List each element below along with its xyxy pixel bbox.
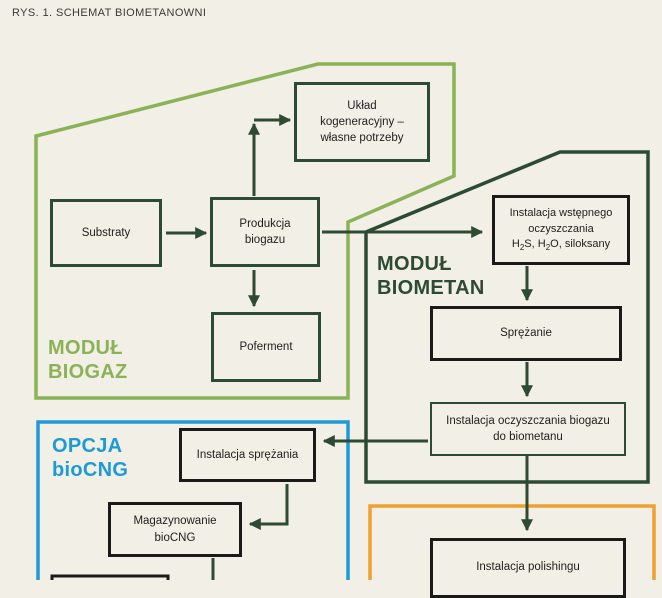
box-sprezanie: Sprężanie bbox=[430, 306, 622, 361]
biogaz-module-frame bbox=[34, 62, 456, 400]
box-instalacja-sprezania: Instalacja sprężania bbox=[179, 428, 316, 482]
oczyszczanie-line1: Instalacja oczyszczania biogazu bbox=[446, 414, 610, 427]
polishing-label: Instalacja polishingu bbox=[476, 561, 580, 573]
partial-box-bottom bbox=[50, 574, 170, 580]
substraty-label: Substraty bbox=[81, 226, 131, 239]
poferment-label: Poferment bbox=[239, 340, 293, 353]
wstepne-line3: H2S, H2O, siloksany bbox=[511, 238, 611, 253]
box-instalacja-oczyszczania: Instalacja oczyszczania biogazu do biome… bbox=[430, 402, 626, 456]
box-instalacja-polishingu: Instalacja polishingu bbox=[430, 538, 626, 598]
module-biogaz-label: MODUŁ BIOGAZ bbox=[48, 336, 128, 384]
biocng-line1: OPCJA bbox=[52, 435, 123, 457]
box-uklad-kogeneracyjny: Układ kogeneracyjny – własne potrzeby bbox=[294, 82, 430, 162]
magazynowanie-line1: Magazynowanie bbox=[133, 515, 217, 528]
box-instalacja-wstepnego-oczyszczania: Instalacja wstępnego oczyszczania H2S, H… bbox=[492, 195, 630, 265]
uklad-line3: własne potrzeby bbox=[320, 132, 404, 145]
box-substraty: Substraty bbox=[50, 199, 162, 267]
module-biometan-label: MODUŁ BIOMETAN bbox=[377, 252, 485, 300]
biocng-option-frame bbox=[36, 420, 350, 580]
biogaz-line1: MODUŁ bbox=[48, 337, 123, 359]
polishing-frame bbox=[368, 504, 656, 580]
magazynowanie-line2: bioCNG bbox=[154, 531, 196, 544]
module-biocng-label: OPCJA bioCNG bbox=[52, 434, 128, 482]
instalacja-sprezania-label: Instalacja sprężania bbox=[196, 448, 299, 461]
diagram-canvas bbox=[34, 62, 656, 580]
sprezanie-label: Sprężanie bbox=[500, 327, 552, 340]
uklad-line2: kogeneracyjny – bbox=[320, 115, 404, 128]
box-produkcja-biogazu: Produkcja biogazu bbox=[210, 197, 320, 267]
biometan-line2: BIOMETAN bbox=[377, 277, 485, 299]
wstepne-line1: Instalacja wstępnego bbox=[509, 207, 613, 220]
oczyszczanie-line2: do biometanu bbox=[493, 431, 563, 443]
box-magazynowanie-biocng: Magazynowanie bioCNG bbox=[108, 502, 242, 557]
wstepne-line2: oczyszczania bbox=[528, 222, 594, 235]
biometan-line1: MODUŁ bbox=[377, 253, 452, 275]
produkcja-line2: biogazu bbox=[244, 234, 286, 246]
arrow-sprezania-magazynowanie bbox=[248, 484, 289, 530]
box-poferment: Poferment bbox=[211, 312, 321, 382]
produkcja-line1: Produkcja bbox=[239, 217, 291, 230]
figure-caption: RYS. 1. SCHEMAT BIOMETANOWNI bbox=[12, 7, 207, 19]
biogaz-line2: BIOGAZ bbox=[48, 361, 128, 383]
biocng-line2: bioCNG bbox=[52, 459, 129, 481]
uklad-line1: Układ bbox=[347, 99, 377, 112]
